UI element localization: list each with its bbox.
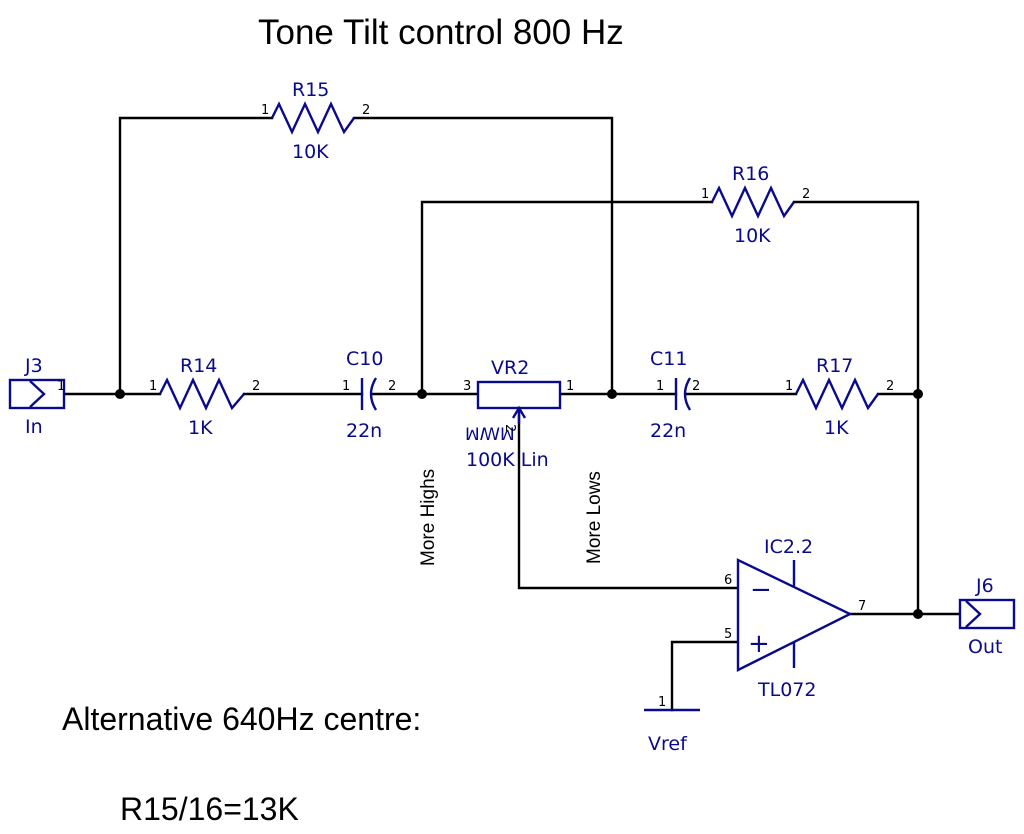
capacitor-c10-pin2: 2 [388,379,396,394]
resistor-r16-pin2: 2 [802,187,810,202]
resistor-r15-symbol [270,101,355,135]
diagram-title: Tone Tilt control 800 Hz [258,13,624,52]
capacitor-c10: C10 22n 1 2 [342,348,396,442]
capacitor-c10-ref: C10 [346,348,383,370]
opamp-ic2-2-ref: IC2.2 [764,536,813,558]
resistor-r14-pin2: 2 [252,379,260,394]
connector-j6-arrow [965,600,982,628]
resistor-r15-ref: R15 [292,79,329,101]
wire-r16-left [420,200,714,396]
connector-j3-label: In [25,416,43,438]
potentiometer-vr2-body [476,380,562,410]
connector-j3-arrow [29,380,46,408]
junction-dot [115,389,125,399]
capacitor-c11-pin2: 2 [692,379,700,394]
alternative-heading: Alternative 640Hz centre: [62,701,421,737]
opamp-ic2-2-pin6: 6 [724,573,732,588]
capacitor-c11-ref: C11 [650,348,687,370]
wire-vref [670,640,740,712]
potentiometer-vr2-pin1: 1 [566,379,574,394]
resistor-r14-symbol [158,377,245,411]
potentiometer-vr2-pin2: 2 [502,424,517,432]
resistor-r17: R17 1K 1 2 [785,355,894,439]
resistor-r16-symbol [710,185,795,219]
opamp-ic2-2-part: TL072 [757,679,816,701]
junction-dot [417,389,427,399]
resistor-r17-symbol [794,377,879,411]
resistor-r17-pin1: 1 [785,379,793,394]
resistor-r15: R15 10K 1 2 [261,79,370,163]
capacitor-c10-value: 22n [346,420,382,442]
opamp-ic2-2: − + IC2.2 TL072 6 5 7 [724,536,866,701]
connector-j3: J3 In 1 [8,355,66,438]
annotation-more-lows: More Lows [584,471,605,564]
vref-symbol: 1 Vref [644,695,700,755]
resistor-r17-pin2: 2 [886,379,894,394]
wire-r15-left [118,116,274,396]
wire-wiper-inv [517,406,740,590]
capacitor-c11: C11 22n 1 2 [650,348,700,442]
junction-dot [607,389,617,399]
connector-j3-ref: J3 [24,355,43,377]
connector-j3-body [8,378,66,410]
capacitor-c10-pin1: 1 [342,379,350,394]
capacitor-c11-value: 22n [650,420,686,442]
vref-label: Vref [648,733,688,755]
junction-dot [913,389,923,399]
annotation-more-highs: More Highs [418,469,439,566]
resistor-r17-ref: R17 [816,355,853,377]
resistor-r14-value: 1K [188,417,213,439]
resistor-r15-pin2: 2 [362,103,370,118]
wire-r16-right [792,200,920,616]
wire-r15-right [352,116,614,396]
resistor-r16: R16 10K 1 2 [701,163,810,247]
potentiometer-vr2-wiper-mark: ꟽꟿꟽ [465,425,515,445]
opamp-ic2-2-plus-sign: + [748,629,770,659]
potentiometer-vr2-value: 100K Lin [466,449,549,471]
capacitor-c10-plate-curved [369,377,378,411]
capacitor-c11-pin1: 1 [656,379,664,394]
junction-dot [913,609,923,619]
opamp-ic2-2-pin7: 7 [858,599,866,614]
resistor-r17-value: 1K [824,417,849,439]
alternative-value: R15/16=13K [120,791,299,827]
vref-pin: 1 [658,695,666,710]
capacitor-c11-plate-curved [683,377,692,411]
potentiometer-vr2-ref: VR2 [491,357,529,379]
resistor-r16-ref: R16 [732,163,769,185]
potentiometer-vr2-wiper-arrow [511,405,527,419]
resistor-r16-value: 10K [734,225,771,247]
wires [64,116,962,712]
resistor-r14-pin1: 1 [149,379,157,394]
connector-j6: J6 Out [958,575,1016,658]
potentiometer-vr2-pin3: 3 [463,379,471,394]
resistor-r16-pin1: 1 [701,187,709,202]
connector-j6-ref: J6 [975,575,994,597]
resistor-r15-value: 10K [292,141,329,163]
potentiometer-vr2: VR2 100K Lin ꟽꟿꟽ 3 1 2 [463,357,574,471]
opamp-ic2-2-pin5: 5 [724,627,732,642]
resistor-r14: R14 1K 1 2 [149,355,260,439]
opamp-ic2-2-minus-sign: − [750,575,772,605]
resistor-r14-ref: R14 [180,355,217,377]
resistor-r15-pin1: 1 [261,103,269,118]
connector-j3-pin: 1 [57,379,65,394]
connector-j6-label: Out [968,636,1002,658]
junctions [115,389,923,619]
